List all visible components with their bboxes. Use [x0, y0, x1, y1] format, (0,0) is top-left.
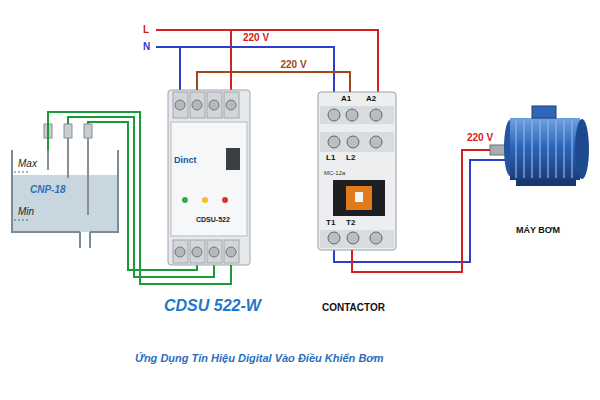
contactor-body	[328, 232, 340, 244]
device-title: CDSU 522-W	[164, 297, 261, 315]
level-relay	[226, 247, 236, 257]
pump-motor	[575, 119, 589, 179]
contactor-body	[347, 136, 359, 148]
level-relay	[190, 92, 205, 118]
level-relay	[175, 100, 185, 110]
level-relay	[171, 122, 247, 236]
terminal-label: L2	[346, 154, 355, 163]
contactor-body	[320, 106, 394, 124]
level-relay	[224, 240, 239, 263]
water-tank	[12, 175, 118, 232]
level-probe	[44, 124, 92, 215]
contactor-body	[320, 230, 394, 248]
neutral-wire	[179, 47, 181, 90]
live-wire	[156, 30, 378, 92]
terminal-label: T2	[346, 219, 355, 228]
level-relay	[168, 90, 250, 265]
contactor-body	[370, 136, 382, 148]
live-wire	[230, 30, 232, 90]
voltage-label: 220 V	[278, 59, 308, 70]
pump-motor	[490, 106, 589, 186]
level-relay	[207, 92, 222, 118]
level-relay	[209, 247, 219, 257]
voltage-label: 220 V	[243, 32, 269, 43]
water-tank: MaxCNP-18Min	[10, 150, 122, 235]
terminal-label: A1	[341, 95, 351, 104]
level-relay	[173, 92, 188, 118]
level-relay	[168, 90, 250, 265]
contactor-body	[328, 109, 340, 121]
level-relay	[173, 240, 188, 263]
power-wire	[352, 150, 490, 272]
contactor-body	[347, 232, 359, 244]
pump-motor	[516, 180, 576, 186]
contactor-body	[370, 109, 382, 121]
contactor-body	[370, 232, 382, 244]
pump-motor	[510, 118, 580, 180]
contactor-body	[333, 180, 385, 216]
contactor-body	[328, 136, 340, 148]
probe-model: CNP-18	[30, 184, 66, 195]
contactor-body	[320, 132, 394, 152]
level-relay	[182, 197, 188, 203]
level-probe	[48, 138, 88, 215]
brand-label: Dinct	[174, 156, 197, 166]
level-relay	[190, 240, 205, 263]
terminal-label: T1	[326, 219, 335, 228]
neutral-wire	[156, 47, 334, 92]
contactor-body	[346, 186, 372, 210]
level-relay	[192, 247, 202, 257]
device-title: MÁY BƠM	[516, 226, 560, 236]
terminal-label: A2	[366, 95, 376, 104]
control-wire	[197, 72, 350, 92]
water-tank	[80, 232, 90, 248]
device-title: CONTACTOR	[322, 302, 385, 313]
probe-wire	[48, 112, 231, 284]
line-label: N	[143, 41, 150, 52]
model-label: CDSU-522	[196, 216, 230, 224]
diagram-caption: Ứng Dụng Tín Hiệu Digital Vào Điều Khiển…	[135, 352, 384, 364]
level-relay	[224, 92, 239, 118]
level-relay	[192, 100, 202, 110]
line-label: L	[143, 24, 149, 35]
level-label: Min	[18, 206, 34, 217]
level-probe	[64, 124, 72, 138]
level-label: Max	[18, 158, 37, 169]
contactor-body	[355, 192, 363, 202]
water-tank	[12, 150, 118, 248]
level-relay	[207, 240, 222, 263]
pump-motor	[532, 106, 556, 118]
level-relay	[226, 148, 240, 170]
contactor-body	[318, 92, 396, 250]
voltage-label: 220 V	[465, 132, 495, 143]
level-relay	[175, 247, 185, 257]
level-relay: DinctCDSU-522CDSU 522-W	[168, 90, 250, 265]
level-relay	[222, 197, 228, 203]
level-relay	[202, 197, 208, 203]
contactor-body	[318, 92, 396, 250]
terminal-label: L1	[326, 154, 335, 163]
level-relay	[209, 100, 219, 110]
contactor-body	[346, 109, 358, 121]
level-probe	[84, 124, 92, 138]
model-label: MC-12a	[324, 170, 345, 177]
pump-motor: MÁY BƠM	[490, 110, 592, 186]
pump-motor	[516, 120, 572, 178]
neutral-wire	[156, 47, 506, 262]
level-relay	[226, 100, 236, 110]
water-tank	[12, 150, 118, 232]
live-wire	[156, 30, 378, 92]
